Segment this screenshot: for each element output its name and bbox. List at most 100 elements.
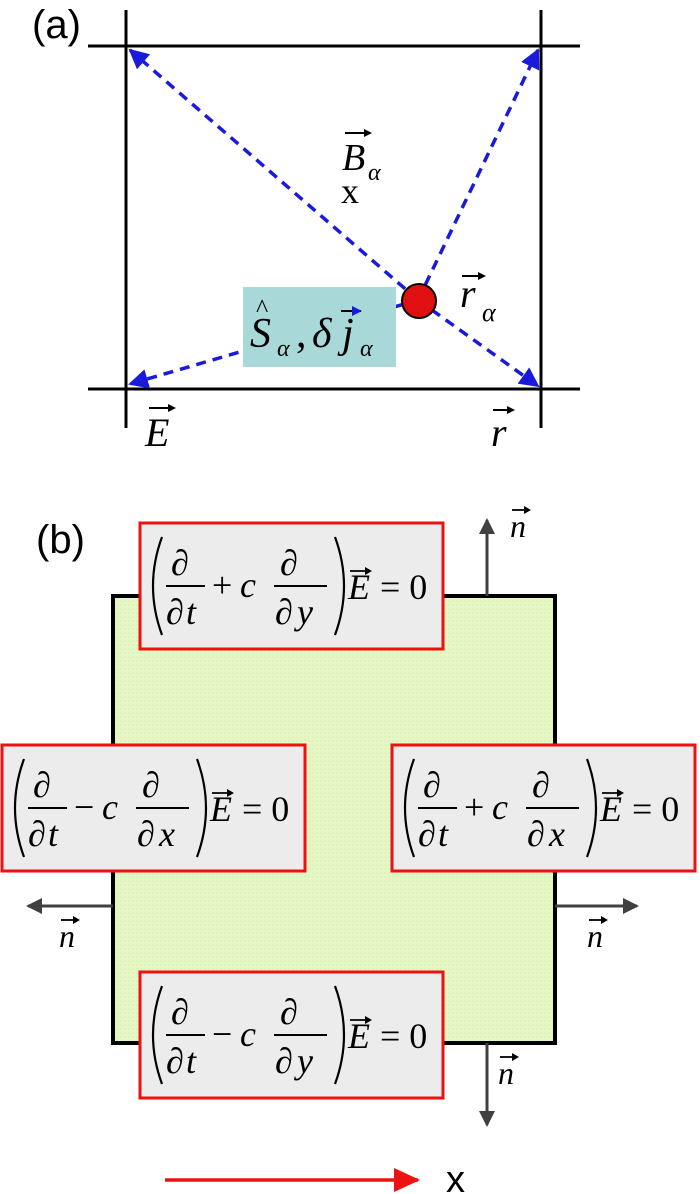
- dashed-line-to-top-left: [128, 48, 420, 302]
- eq-left-den-var-2: x: [158, 814, 175, 854]
- normal-label-right: n: [587, 918, 603, 954]
- e-label: E: [144, 404, 176, 455]
- r-arrowhead: [507, 406, 515, 414]
- panel-b-label: (b): [36, 518, 85, 562]
- eq-right-e: E: [599, 789, 622, 829]
- eq-left-sign: −: [74, 787, 94, 827]
- eq-top-num-2: ∂: [280, 543, 298, 583]
- r-symbol: r: [491, 410, 507, 455]
- eq-right-sign: +: [464, 787, 484, 827]
- eq-right-num-2: ∂: [532, 765, 550, 805]
- eq-right-paren-left: [403, 758, 416, 858]
- panel-a-label: (a): [32, 3, 81, 47]
- eq-right-den-var-2: x: [548, 814, 565, 854]
- eq-bottom-e-vechead: [365, 1016, 372, 1024]
- eq-left-c: c: [102, 787, 118, 827]
- eq-left-paren-left: [13, 758, 26, 858]
- eq-top-num-1: ∂: [171, 543, 189, 583]
- eq-right-num-1: ∂: [423, 765, 441, 805]
- normal-arrow-left-vechead: [73, 916, 80, 924]
- eq-top-den-partial-2: ∂: [275, 592, 293, 632]
- normal-arrow-right: n: [555, 898, 639, 954]
- eq-left-den-var-1: t: [48, 814, 59, 854]
- eq-bottom-c: c: [240, 1014, 256, 1054]
- eq-top-paren-left: [151, 536, 164, 636]
- normal-arrow-right-vechead: [601, 916, 608, 924]
- eq-bottom-e: E: [347, 1016, 370, 1056]
- normal-arrow-bottom: n: [479, 1043, 519, 1127]
- delta-symbol: δ: [312, 311, 333, 357]
- r-alpha-subscript: α: [482, 298, 497, 327]
- s-hat: ^: [256, 294, 268, 323]
- eq-bottom-paren-left: [151, 985, 164, 1085]
- eq-right-c: c: [492, 787, 508, 827]
- normal-arrow-top: n: [479, 506, 531, 596]
- eq-bottom-den-var-1: t: [186, 1041, 197, 1081]
- source-label: S ^ α , δ j α: [250, 294, 373, 362]
- eq-bottom-den-partial-2: ∂: [275, 1041, 293, 1081]
- normal-label-bottom: n: [498, 1055, 514, 1091]
- eq-top-paren-right: [333, 536, 346, 636]
- eq-bottom-den-partial-1: ∂: [166, 1041, 184, 1081]
- eq-right-den-var-1: t: [438, 814, 449, 854]
- x-mark: x: [341, 171, 359, 211]
- eq-top-c: c: [240, 565, 256, 605]
- eq-top-rhs: = 0: [380, 567, 427, 607]
- eq-left-paren-right: [195, 758, 208, 858]
- b-symbol: B: [342, 137, 365, 179]
- j-subscript: α: [360, 336, 373, 362]
- s-symbol: S: [250, 311, 271, 357]
- eq-bottom-sign: −: [212, 1014, 232, 1054]
- s-subscript: α: [277, 336, 290, 362]
- eq-left-den-partial-2: ∂: [137, 814, 155, 854]
- eq-right-e-vechead: [617, 789, 624, 797]
- eq-bottom-paren-right: [333, 985, 346, 1085]
- eq-left-rhs: = 0: [242, 789, 289, 829]
- eq-bottom-den-var-2: y: [294, 1041, 313, 1081]
- r-alpha-arrowhead: [478, 272, 486, 280]
- boundary-equation-right: ∂∂t+c∂∂xE= 0: [390, 743, 697, 873]
- j-symbol: j: [337, 311, 354, 357]
- r-alpha-label: r α: [460, 271, 497, 327]
- eq-top-den-var-2: y: [294, 592, 313, 632]
- eq-left-num-2: ∂: [142, 765, 160, 805]
- b-vector-arrowhead: [364, 129, 372, 137]
- eq-bottom-num-2: ∂: [280, 992, 298, 1032]
- r-alpha-symbol: r: [460, 271, 476, 316]
- source-box: [243, 287, 396, 367]
- panel-a: (a) S ^ α , δ j α B α x: [32, 3, 580, 455]
- eq-bottom-num-1: ∂: [171, 992, 189, 1032]
- eq-right-paren-right: [585, 758, 598, 858]
- eq-right-den-partial-1: ∂: [418, 814, 436, 854]
- e-symbol: E: [144, 410, 169, 455]
- eq-right-rhs: = 0: [632, 789, 679, 829]
- x-axis-label: x: [446, 1159, 465, 1194]
- normal-arrow-top-vechead: [524, 506, 531, 514]
- normal-label-top: n: [510, 508, 526, 544]
- eq-left-e-vechead: [227, 789, 234, 797]
- dashed-line-to-bottom-right: [416, 298, 540, 388]
- normal-arrow-left: n: [26, 898, 113, 954]
- eq-right-den-partial-2: ∂: [527, 814, 545, 854]
- normal-label-left: n: [59, 918, 75, 954]
- boundary-equation-top: ∂∂t+c∂∂yE= 0: [138, 521, 445, 651]
- comma: ,: [296, 311, 307, 357]
- eq-left-e: E: [209, 789, 232, 829]
- eq-top-sign: +: [212, 565, 232, 605]
- eq-top-e: E: [347, 567, 370, 607]
- particle-dot: [401, 283, 437, 319]
- r-label: r: [491, 406, 515, 455]
- b-alpha-label: B α x: [341, 129, 381, 211]
- eq-top-e-vechead: [365, 567, 372, 575]
- normal-arrow-bottom-vechead: [512, 1053, 519, 1061]
- eq-left-den-partial-1: ∂: [28, 814, 46, 854]
- boundary-equation-bottom: ∂∂t−c∂∂yE= 0: [138, 970, 445, 1100]
- eq-left-num-1: ∂: [33, 765, 51, 805]
- panel-b: (b) n n n n ∂∂t+c∂∂yE= 0: [0, 506, 697, 1194]
- e-arrowhead: [168, 404, 176, 412]
- boundary-equation-left: ∂∂t−c∂∂xE= 0: [0, 743, 307, 873]
- b-subscript: α: [368, 160, 381, 186]
- eq-top-den-partial-1: ∂: [166, 592, 184, 632]
- eq-top-den-var-1: t: [186, 592, 197, 632]
